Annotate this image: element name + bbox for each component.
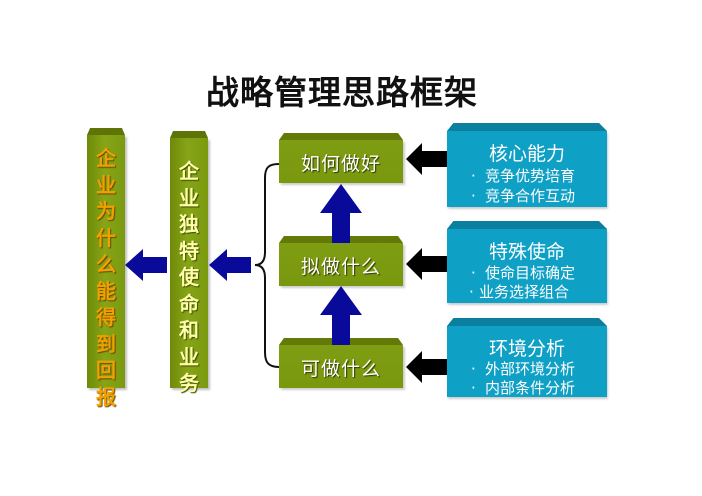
bullet-icon: · [471,264,476,282]
pillar-char: 业 [96,172,116,197]
pillar-char: 业 [179,344,199,369]
pillar-char: 么 [96,252,116,276]
arrow-left-icon [406,248,447,280]
pillar-returns-text: 企 业 为 什 么 能 得 到 回 报 [87,145,125,410]
pillar-char: 独 [179,212,199,236]
pillar-char: 务 [179,371,199,395]
pillar-char: 和 [179,318,199,342]
pillar-char: 业 [179,185,199,210]
pillar-returns: 企 业 为 什 么 能 得 到 回 报 [87,135,125,409]
arrow-up-icon [320,184,362,243]
input-core-competence: 核心能力 · 竞争优势培育 · 竞争合作互动 [447,131,607,207]
pillar-mission-text: 企 业 独 特 使 命 和 业 务 [170,158,208,397]
pillar-char: 能 [96,278,116,303]
input-item: · 内部条件分析 [471,377,575,398]
pillar-char: 为 [96,199,116,223]
pillar-char: 报 [96,384,116,409]
pillar-char: 企 [96,146,116,170]
input-item-text: 竞争合作互动 [485,187,576,205]
pillar-char: 到 [96,331,116,356]
input-heading: 核心能力 [488,143,565,165]
step-plan-what: 拟做什么 [279,243,403,286]
pillar-mission: 企 业 独 特 使 命 和 业 务 [170,138,208,395]
input-item: · 竞争优势培育 [471,165,575,186]
bullet-icon: · [471,167,476,185]
curly-brace-icon [254,163,280,368]
arrow-left-icon [125,249,167,281]
input-item: · 外部环境分析 [471,358,575,379]
input-heading: 特殊使命 [488,241,565,263]
arrow-left-icon [406,143,447,175]
step-label: 可做什么 [300,358,381,380]
pillar-char: 回 [96,358,116,382]
bullet-icon: · [471,379,476,397]
input-item: · 竞争合作互动 [471,185,575,206]
step-how-well: 如何做好 [279,140,403,183]
bullet-icon: · [471,187,476,205]
diagram-title: 战略管理思路框架 [206,73,478,112]
pillar-char: 什 [96,225,116,250]
input-environment-analysis: 环境分析 · 外部环境分析 · 内部条件分析 [447,326,607,397]
arrow-left-icon [406,351,447,383]
bullet-icon: · [469,283,474,301]
pillar-char: 特 [179,238,199,263]
input-special-mission: 特殊使命 ·使命目标确定 ·业务选择组合 [447,229,607,303]
pillar-char: 使 [179,265,199,289]
bullet-icon: · [471,360,476,378]
pillar-char: 企 [179,159,199,183]
input-item-text: 竞争优势培育 [485,167,576,185]
step-label: 拟做什么 [300,256,381,278]
input-item: · 使命目标确定 [471,262,575,283]
pillar-char: 得 [96,305,116,329]
step-label: 如何做好 [300,153,381,175]
input-item: · 业务选择组合 [469,281,569,302]
input-item-text: 内部条件分析 [485,379,576,397]
arrow-left-icon [209,249,251,281]
step-can-do-what: 可做什么 [279,345,403,388]
arrow-up-icon [320,286,362,345]
input-item-text: 业务选择组合 [479,283,570,301]
input-heading: 环境分析 [488,338,565,360]
pillar-char: 命 [179,291,199,316]
input-item-text: 使命目标确定 [485,264,576,282]
input-item-text: 外部环境分析 [485,360,576,378]
